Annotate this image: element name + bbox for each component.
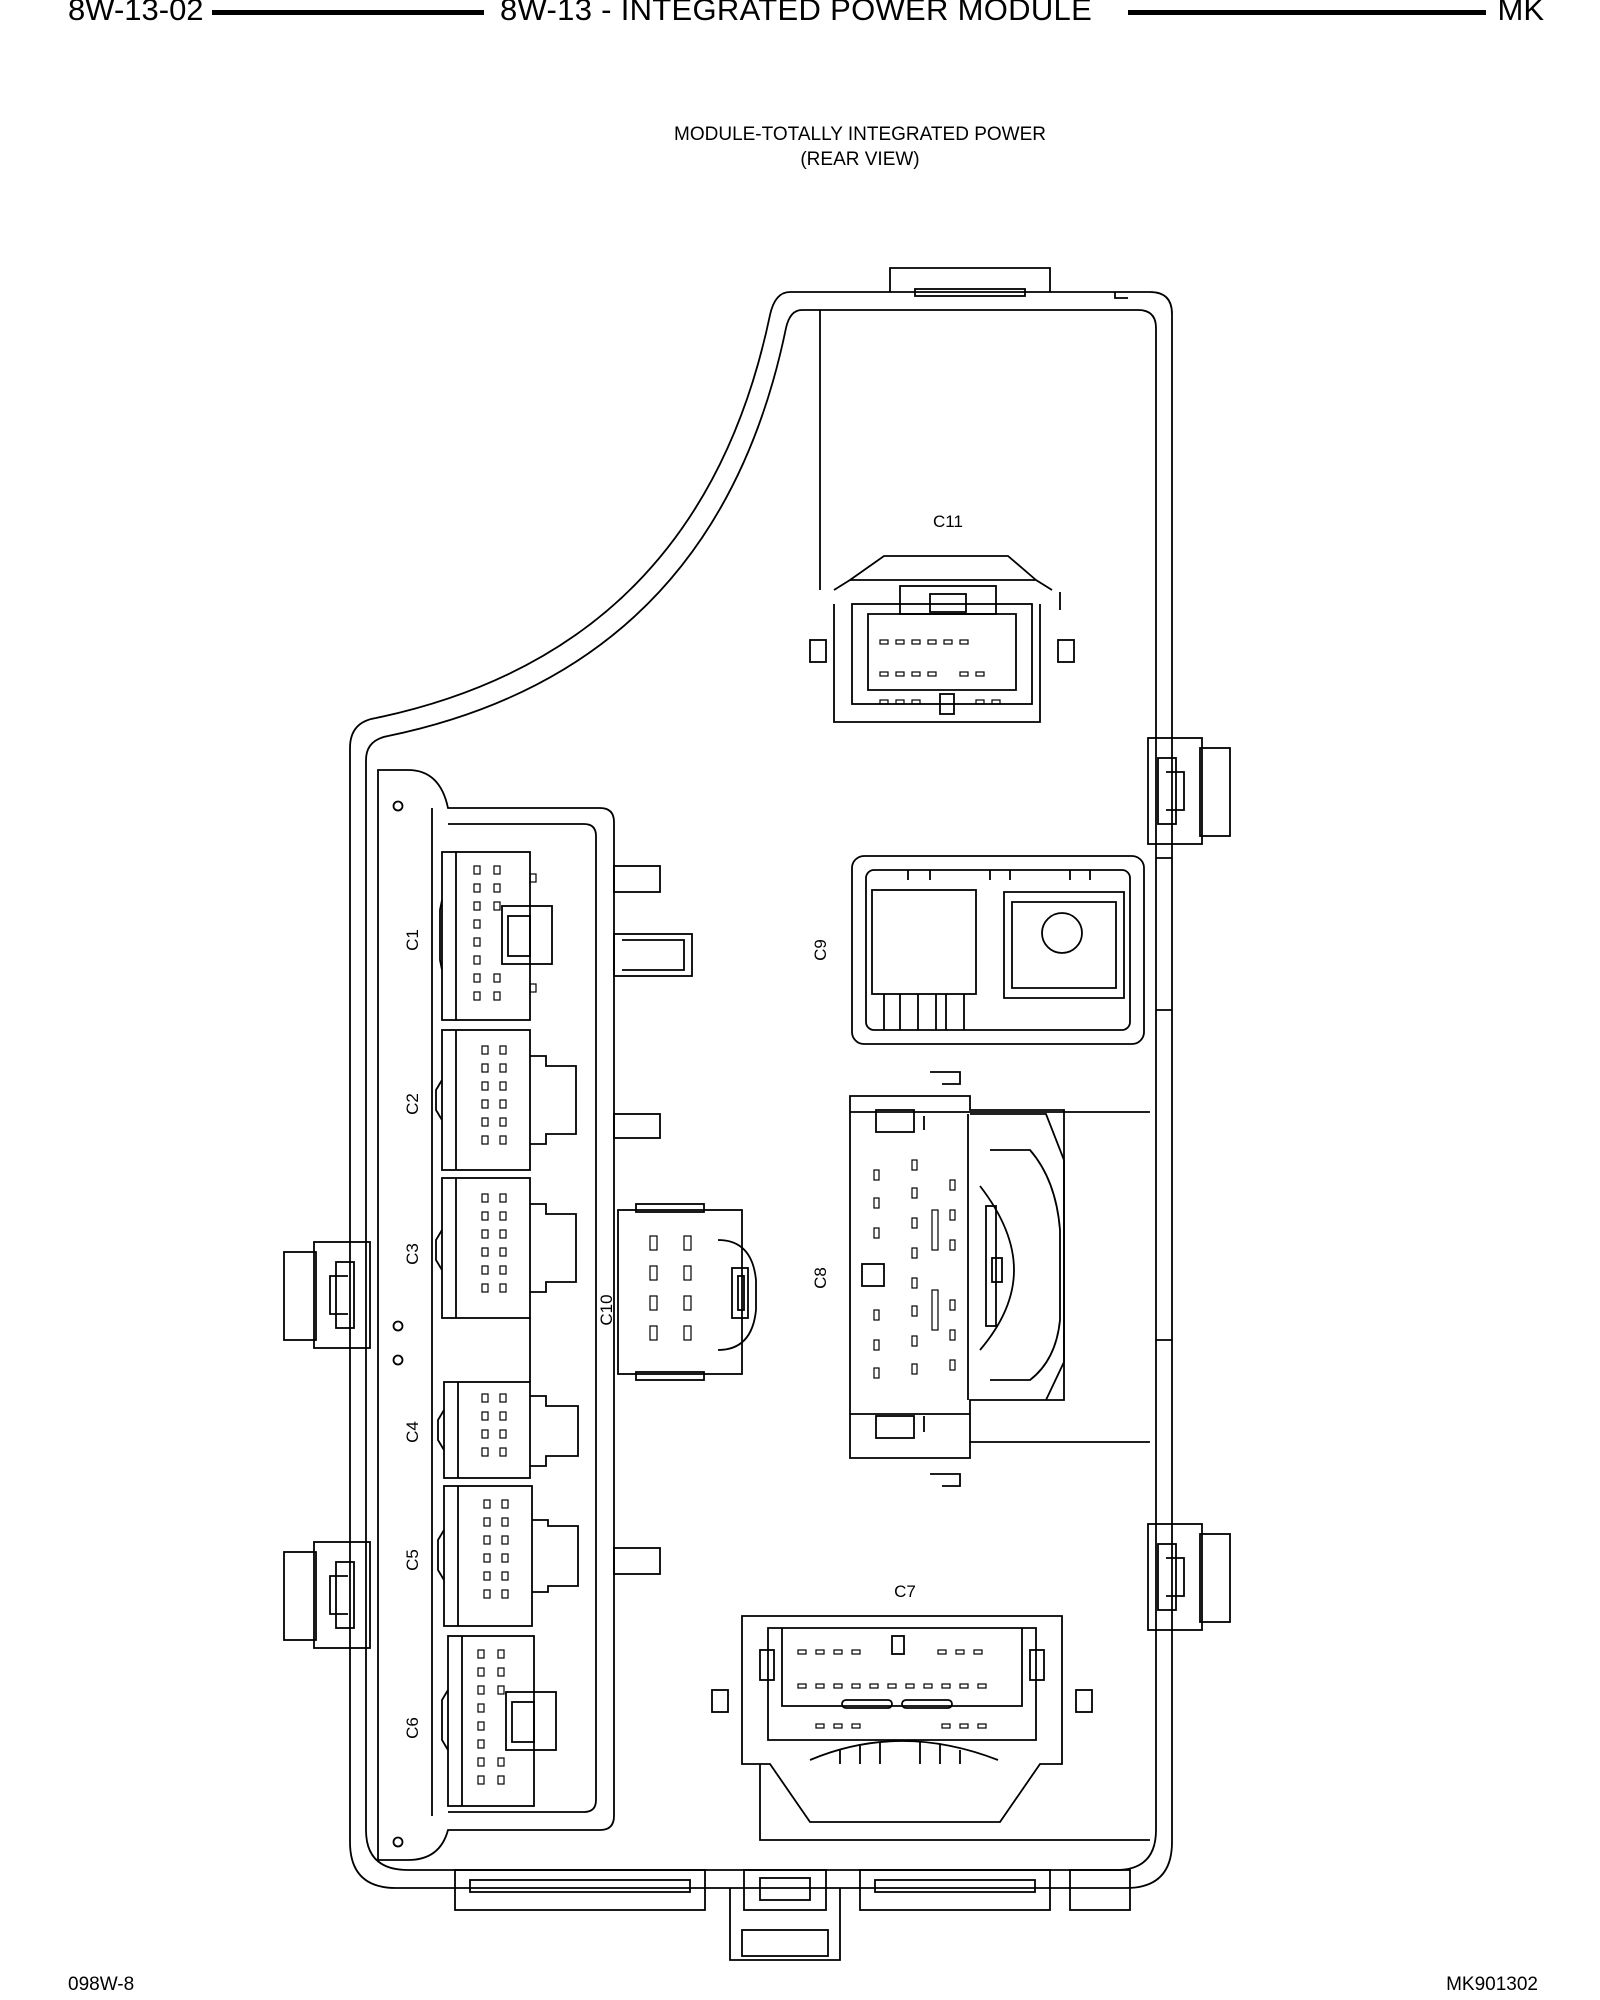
label-c8: C8 — [811, 1267, 830, 1289]
connector-c6 — [441, 1635, 557, 1807]
connector-c1 — [439, 851, 553, 1021]
connector-c3 — [435, 1177, 577, 1319]
connector-c2 — [435, 1029, 577, 1171]
housing-inner — [365, 309, 1157, 1871]
left-clip-upper — [283, 1241, 371, 1349]
header-rule-right — [1128, 10, 1486, 15]
housing-top-tab — [889, 267, 1051, 292]
label-c9: C9 — [811, 939, 830, 961]
section-title: 8W-13 - INTEGRATED POWER MODULE — [500, 0, 1093, 27]
connector-c9 — [851, 855, 1145, 1045]
connector-c8 — [849, 1071, 1150, 1487]
label-c10: C10 — [597, 1294, 616, 1325]
page-number: 8W-13-02 — [68, 0, 204, 27]
housing-outer — [349, 291, 1173, 1889]
figure-id: 098W-8 — [68, 1974, 135, 1995]
housing-bottom-tab — [454, 1869, 1131, 1961]
label-c2: C2 — [403, 1093, 422, 1115]
connector-c5 — [437, 1485, 579, 1627]
diagram-title: MODULE-TOTALLY INTEGRATED POWER (REAR VI… — [560, 122, 1160, 172]
label-c6: C6 — [403, 1717, 422, 1739]
model-code: MK — [1497, 0, 1545, 27]
header-rule-left — [212, 10, 484, 15]
diagram-title-line1: MODULE-TOTALLY INTEGRATED POWER — [674, 124, 1046, 145]
page-header: 8W-13-02 8W-13 - INTEGRATED POWER MODULE… — [0, 0, 1600, 40]
drawing-number: MK901302 — [1446, 1974, 1538, 1995]
connector-c7 — [711, 1615, 1150, 1841]
label-c3: C3 — [403, 1243, 422, 1265]
connector-c10 — [617, 1203, 757, 1381]
right-clip-upper — [1147, 737, 1231, 845]
right-clip-lower — [1147, 1523, 1231, 1631]
label-c7: C7 — [894, 1582, 916, 1601]
left-connector-bay — [377, 769, 615, 1861]
connector-c4 — [437, 1381, 579, 1479]
label-c5: C5 — [403, 1549, 422, 1571]
label-c4: C4 — [403, 1421, 422, 1443]
label-c1: C1 — [403, 929, 422, 951]
left-clip-lower — [283, 1541, 371, 1649]
diagram-title-line2: (REAR VIEW) — [800, 149, 920, 170]
label-c11: C11 — [933, 512, 963, 531]
connector-c11 — [809, 555, 1075, 723]
